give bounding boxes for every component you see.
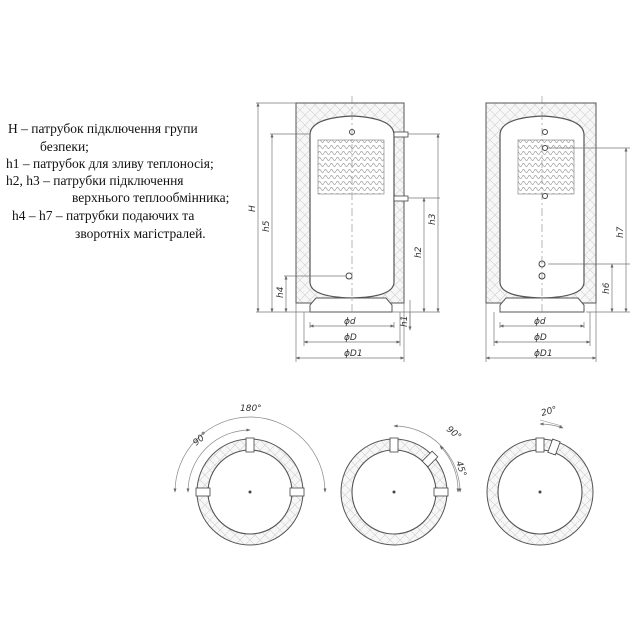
left-stand: [309, 297, 393, 313]
legend-line-1: H – патрубок підключення групи: [8, 121, 198, 136]
plan-left-nozzle-right: [289, 487, 305, 497]
left-side-pipe-1: [393, 131, 409, 138]
plan-left-nozzle-top: [245, 437, 255, 453]
left-dim-h1: h1: [400, 316, 410, 327]
right-elevation: h7 h6 ϕd ϕD ϕD1: [485, 96, 630, 362]
legend: H – патрубок підключення групи безпеки; …: [0, 0, 260, 260]
plan-right-nozzle-2: [547, 438, 561, 456]
left-heat-exchanger-coil: [317, 139, 385, 195]
left-dim-h5: h5: [262, 220, 272, 232]
left-dimension-lines: [256, 102, 440, 362]
plan-right-center: [538, 490, 542, 494]
right-diam-D1: ϕD1: [534, 349, 553, 359]
legend-line-6: h4 – h7 – патрубки подаючих та: [12, 208, 195, 223]
plan-right-label-20: 20°: [540, 405, 558, 419]
left-dim-h2: h2: [414, 246, 424, 258]
plan-left-label-90: 90°: [192, 430, 211, 448]
plan-view-left: 180° 90°: [173, 404, 327, 546]
plan-view-right: 20°: [486, 405, 594, 546]
legend-line-5: верхнього теплообмінника;: [72, 190, 230, 205]
right-port-1: [542, 129, 548, 135]
left-diam-D: ϕD: [344, 333, 357, 343]
legend-line-2: безпеки;: [40, 139, 89, 154]
right-diam-D: ϕD: [534, 333, 547, 343]
left-elevation: H h5 h3 h2 h4 h1 ϕd ϕD ϕD1: [248, 96, 440, 362]
plan-middle-center: [392, 490, 396, 494]
plan-right-arc-20: [539, 422, 564, 429]
left-drain-port: [345, 272, 353, 280]
plan-middle-label-45: 45°: [453, 460, 467, 478]
right-port-3: [542, 193, 548, 199]
right-port-2: [542, 145, 548, 151]
plan-left-label-180: 180°: [240, 404, 262, 414]
plan-left-nozzle-left: [195, 487, 211, 497]
legend-line-7: зворотніх магістралей.: [75, 226, 206, 241]
legend-line-3: h1 – патрубок для зливу теплоносія;: [6, 156, 214, 171]
left-dim-h3: h3: [428, 213, 438, 225]
left-dim-h4: h4: [276, 286, 286, 298]
right-dim-h7: h7: [616, 226, 626, 238]
plan-middle-nozzle-top: [389, 437, 399, 453]
plan-left-arc-180: [173, 416, 327, 493]
plan-middle-arc-45: [439, 445, 460, 493]
plan-middle-label-90: 90°: [444, 425, 463, 443]
plan-left-center: [248, 490, 252, 494]
left-diam-D1: ϕD1: [344, 349, 363, 359]
plan-view-middle: 90° 45°: [340, 424, 468, 546]
right-dimension-lines: [485, 147, 630, 362]
left-diam-d: ϕd: [344, 317, 356, 327]
left-dim-H: H: [248, 205, 258, 212]
plan-right-leader: [539, 419, 563, 427]
left-side-pipe-2: [393, 195, 409, 202]
right-dim-h6: h6: [602, 282, 612, 294]
plan-right-nozzle-1: [535, 437, 545, 453]
legend-line-4: h2, h3 – патрубки підключення: [6, 173, 184, 188]
plan-middle-nozzle-right: [433, 487, 449, 497]
right-diam-d: ϕd: [534, 317, 546, 327]
plan-left-arc-90: [186, 428, 251, 493]
